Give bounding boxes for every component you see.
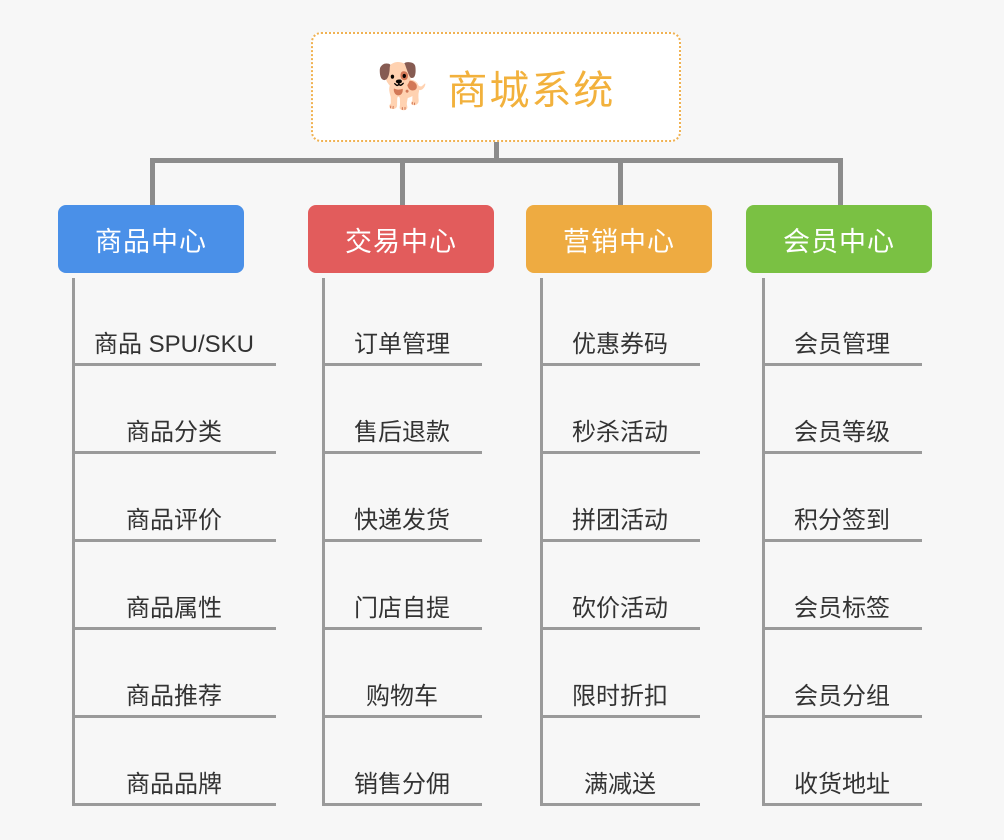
leaf-item-label: 商品评价 [126,507,222,535]
leaf-item[interactable]: 门店自提 [322,542,482,630]
category-header-4[interactable]: 会员中心 [746,205,932,273]
leaf-item[interactable]: 会员等级 [762,366,922,454]
leaf-trunk-line [72,278,75,806]
leaf-item[interactable]: 订单管理 [322,278,482,366]
category-header-label: 营销中心 [563,226,675,257]
leaf-item-label: 优惠券码 [572,331,668,359]
leaf-item[interactable]: 商品品牌 [72,718,276,806]
leaf-item[interactable]: 商品 SPU/SKU [72,278,276,366]
category-header-2[interactable]: 交易中心 [308,205,494,273]
category-header-3[interactable]: 营销中心 [526,205,712,273]
leaf-item-label: 销售分佣 [354,771,450,799]
leaf-item-label: 商品 SPU/SKU [93,331,255,359]
leaf-trunk-line [322,278,325,806]
category-header-label: 会员中心 [783,226,895,257]
leaf-item-label: 商品分类 [126,419,222,447]
leaf-item-label: 会员等级 [794,419,890,447]
leaf-item[interactable]: 秒杀活动 [540,366,700,454]
root-title: 商城系统 [447,69,616,113]
leaf-item[interactable]: 商品推荐 [72,630,276,718]
leaf-item-label: 商品推荐 [126,683,222,711]
leaf-item-label: 拼团活动 [572,507,668,535]
leaf-item[interactable]: 拼团活动 [540,454,700,542]
leaf-item[interactable]: 商品评价 [72,454,276,542]
leaf-item[interactable]: 销售分佣 [322,718,482,806]
branch-drop-connector-1 [150,158,155,205]
shiba-dog-icon: 🐕 [376,62,432,111]
leaf-item[interactable]: 购物车 [322,630,482,718]
leaf-item[interactable]: 砍价活动 [540,542,700,630]
leaf-item-label: 秒杀活动 [572,419,668,447]
leaf-item[interactable]: 积分签到 [762,454,922,542]
leaf-item-label: 商品品牌 [126,771,222,799]
leaf-item-label: 会员分组 [794,683,890,711]
leaf-item[interactable]: 售后退款 [322,366,482,454]
leaf-item[interactable]: 优惠券码 [540,278,700,366]
category-header-1[interactable]: 商品中心 [58,205,244,273]
leaf-trunk-line [540,278,543,806]
leaf-item[interactable]: 商品属性 [72,542,276,630]
leaf-item-label: 积分签到 [794,507,890,535]
leaf-item-label: 商品属性 [126,595,222,623]
leaf-item-label: 快递发货 [354,507,450,535]
leaf-item[interactable]: 会员分组 [762,630,922,718]
leaf-trunk-line [762,278,765,806]
category-header-label: 交易中心 [345,226,457,257]
leaf-item[interactable]: 限时折扣 [540,630,700,718]
leaf-item-label: 限时折扣 [572,683,668,711]
leaf-item[interactable]: 商品分类 [72,366,276,454]
leaf-item-label: 订单管理 [354,331,450,359]
leaf-item-label: 满减送 [584,771,656,799]
leaf-item-label: 售后退款 [354,419,450,447]
leaf-item-label: 购物车 [366,683,438,711]
branch-drop-connector-2 [400,158,405,205]
horizontal-bus-connector [150,158,843,163]
leaf-item-label: 会员标签 [794,595,890,623]
leaf-item[interactable]: 快递发货 [322,454,482,542]
leaf-item-label: 会员管理 [794,331,890,359]
leaf-item[interactable]: 收货地址 [762,718,922,806]
leaf-item-label: 收货地址 [794,771,890,799]
branch-drop-connector-3 [618,158,623,205]
leaf-item-label: 门店自提 [354,595,450,623]
branch-drop-connector-4 [838,158,843,205]
leaf-item-label: 砍价活动 [572,595,668,623]
category-header-label: 商品中心 [95,226,207,257]
root-node[interactable]: 🐕 商城系统 [311,32,681,142]
root-stem-connector [494,142,499,163]
leaf-item[interactable]: 会员标签 [762,542,922,630]
leaf-item[interactable]: 满减送 [540,718,700,806]
leaf-item[interactable]: 会员管理 [762,278,922,366]
